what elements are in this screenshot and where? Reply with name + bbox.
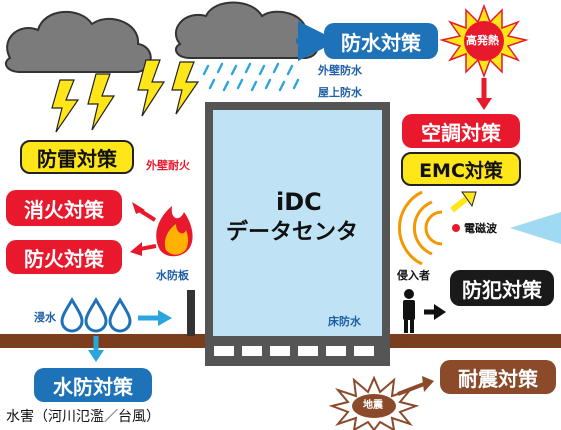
lightning-badge: 防雷対策 bbox=[20, 140, 134, 174]
arrow bbox=[139, 244, 157, 251]
center-title: iDC bbox=[276, 188, 322, 216]
water-drop-icon bbox=[60, 297, 132, 333]
em-source bbox=[452, 224, 460, 232]
arrow bbox=[397, 382, 425, 396]
aircon-badge: 空調対策 bbox=[402, 114, 520, 148]
person-icon bbox=[403, 289, 415, 333]
roof-waterproof-label: 屋上防水 bbox=[318, 86, 362, 99]
quake-badge: 耐震対策 bbox=[440, 360, 556, 394]
crime-badge: 防犯対策 bbox=[450, 270, 554, 306]
arrow bbox=[476, 98, 492, 110]
cloud-icon bbox=[4, 10, 152, 73]
earthquake-label: 地震 bbox=[363, 400, 383, 411]
arrow bbox=[134, 206, 157, 222]
lightning-icon bbox=[51, 59, 200, 133]
flood-badge: 水防対策 bbox=[34, 368, 152, 402]
high-heat-label: 高発熱 bbox=[466, 34, 499, 47]
cloud-icon bbox=[174, 1, 319, 59]
floodgate bbox=[187, 290, 195, 336]
floor-waterproof-label: 床防水 bbox=[328, 315, 361, 328]
beam bbox=[510, 212, 561, 244]
electromagnetic-label: 電磁波 bbox=[464, 222, 497, 235]
fireproof-badge: 防火対策 bbox=[6, 240, 122, 274]
center-subtitle: データセンタ bbox=[226, 220, 359, 245]
outer-wall-waterproof-label: 外壁防水 bbox=[318, 64, 362, 77]
arrow bbox=[422, 376, 434, 392]
base-windows bbox=[214, 346, 374, 356]
floodgate-label: 水防板 bbox=[156, 269, 189, 282]
flood-caption: 水害（河川氾濫／台風） bbox=[6, 409, 160, 425]
arrow bbox=[88, 350, 104, 362]
wave-icon bbox=[398, 190, 443, 266]
sun-burst-icon bbox=[439, 3, 529, 79]
arrow bbox=[434, 304, 446, 320]
arrow bbox=[130, 242, 142, 256]
extinguish-badge: 消火対策 bbox=[6, 190, 122, 226]
arrow bbox=[158, 310, 172, 326]
arrow bbox=[450, 196, 468, 213]
emc-badge: EMC対策 bbox=[401, 152, 521, 186]
fire-icon bbox=[156, 206, 193, 257]
building-inner bbox=[213, 110, 382, 336]
arrow bbox=[461, 191, 477, 208]
rain-icon bbox=[202, 62, 300, 92]
intruder-label: 侵入者 bbox=[397, 269, 430, 282]
outer-wall-fireproof-label: 外壁耐火 bbox=[146, 159, 190, 172]
inundation-label: 浸水 bbox=[34, 311, 56, 324]
waterproof-badge: 防水対策 bbox=[324, 23, 438, 59]
